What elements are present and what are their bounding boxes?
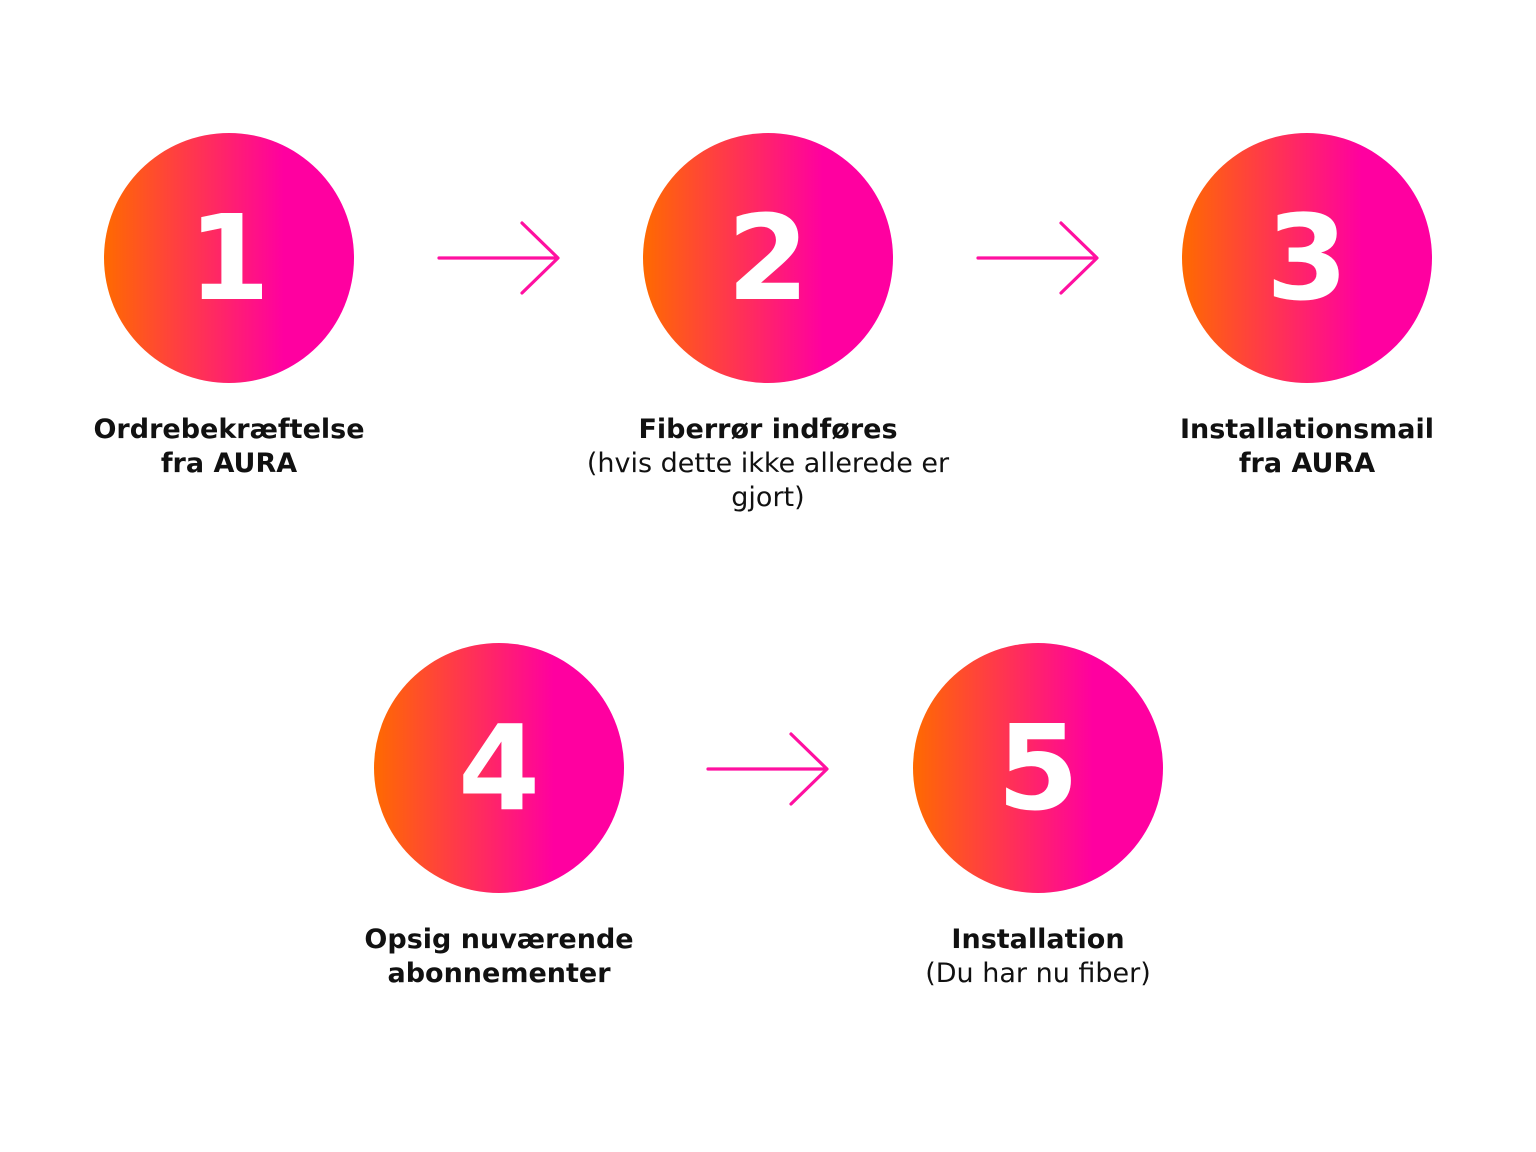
step-number-circle: 4	[374, 643, 624, 893]
step-note: (hvis dette ikke allerede er gjort)	[586, 448, 950, 513]
step-title-line1: Opsig nuværende	[364, 924, 634, 955]
step-number: 3	[1265, 189, 1349, 327]
step-1: 1 Ordrebekræftelse fra AURA	[19, 133, 439, 481]
step-title-line1: Fiberrør indføres	[638, 414, 898, 445]
step-number: 2	[726, 189, 810, 327]
step-title-line1: Installation	[951, 924, 1125, 955]
arrow-right-icon	[706, 731, 832, 807]
step-number-circle: 1	[104, 133, 354, 383]
step-2: 2 Fiberrør indføres (hvis dette ikke all…	[558, 133, 978, 515]
step-caption: Installationsmail fra AURA	[1180, 413, 1434, 481]
step-number-circle: 2	[643, 133, 893, 383]
step-title-line1: Ordrebekræftelse	[93, 414, 365, 445]
step-title-line2: fra AURA	[160, 448, 298, 479]
step-caption: Installation (Du har nu fiber)	[925, 923, 1151, 991]
step-4: 4 Opsig nuværende abonnementer	[289, 643, 709, 991]
step-number-circle: 5	[913, 643, 1163, 893]
step-caption: Opsig nuværende abonnementer	[364, 923, 633, 991]
step-3: 3 Installationsmail fra AURA	[1097, 133, 1517, 481]
step-note: (Du har nu fiber)	[925, 958, 1151, 989]
step-title-line2: abonnementer	[387, 958, 611, 989]
step-caption: Fiberrør indføres (hvis dette ikke aller…	[558, 413, 978, 515]
step-title-line1: Installationsmail	[1179, 414, 1435, 445]
step-number: 5	[996, 699, 1080, 837]
step-number: 1	[187, 189, 271, 327]
arrow-right-icon	[437, 220, 563, 296]
step-title-line2: fra AURA	[1238, 448, 1376, 479]
step-5: 5 Installation (Du har nu fiber)	[828, 643, 1248, 991]
step-caption: Ordrebekræftelse fra AURA	[93, 413, 364, 481]
arrow-right-icon	[976, 220, 1102, 296]
step-number-circle: 3	[1182, 133, 1432, 383]
step-number: 4	[457, 699, 541, 837]
